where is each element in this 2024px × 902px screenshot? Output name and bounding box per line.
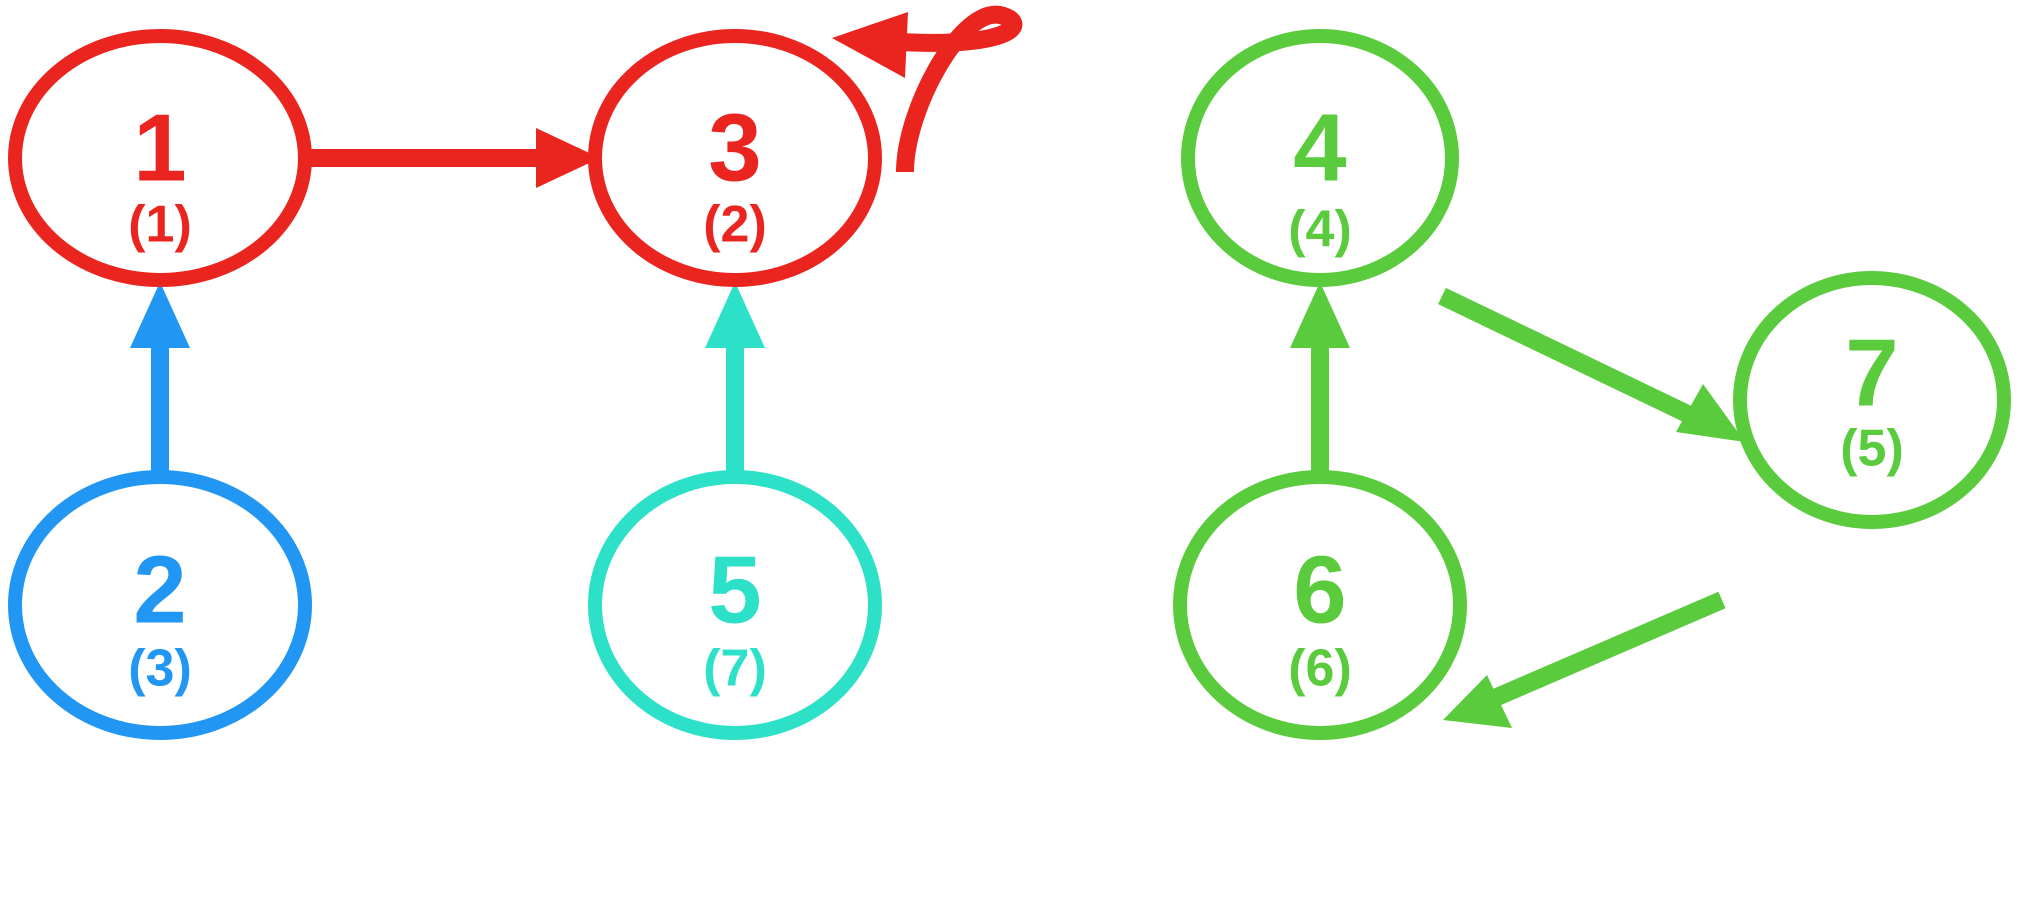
graph-node-2[interactable]: 2(3) [8,470,312,740]
edge-n5-to-n3 [705,282,765,478]
node-order-label: (1) [128,196,192,254]
node-id-label: 5 [708,536,761,643]
edge-line [1438,287,1704,429]
arrowhead-icon [1290,282,1350,348]
node-id-label: 4 [1293,94,1346,201]
node-circle[interactable] [588,29,882,287]
node-id-label: 6 [1293,536,1346,643]
edge-line [1486,591,1726,709]
node-id-label: 7 [1845,319,1898,426]
node-id-label: 2 [133,536,186,643]
graph-node-6[interactable]: 6(6) [1173,470,1467,740]
node-id-label: 1 [133,94,186,201]
node-order-label: (3) [128,640,192,698]
node-circle[interactable] [1733,271,2011,529]
arrowhead-icon [832,12,908,78]
node-order-label: (6) [1288,640,1352,698]
nodes-layer: 1(1) 3(2) 4(4) 7(5) 2(3) 5(7) 6(6) [8,29,2011,740]
node-circle[interactable] [1173,470,1467,740]
edge-n4-to-n7 [1438,287,1745,442]
arrowhead-icon [705,282,765,348]
edge-n1-to-n3 [308,128,600,188]
edge-n6-to-n4 [1290,282,1350,478]
edge-line [896,5,1023,173]
node-order-label: (2) [703,196,767,254]
edges-layer [130,5,1745,728]
node-id-label: 3 [708,94,761,201]
edge-n2-to-n1 [130,282,190,478]
graph-node-7[interactable]: 7(5) [1733,271,2011,529]
node-order-label: (5) [1840,420,1904,478]
node-circle[interactable] [1181,29,1459,287]
arrowhead-icon [536,128,600,188]
graph-node-1[interactable]: 1(1) [8,29,312,287]
node-circle[interactable] [8,29,312,287]
arrowhead-icon [1676,384,1745,442]
node-order-label: (4) [1288,201,1352,259]
graph-node-4[interactable]: 4(4) [1181,29,1459,287]
graph-node-3[interactable]: 3(2) [588,29,882,287]
node-circle[interactable] [8,470,312,740]
arrowhead-icon [130,282,190,348]
node-circle[interactable] [588,470,882,740]
edge-n7-to-n6 [1443,591,1726,728]
arrowhead-icon [1443,675,1512,728]
edge-n3-to-n3 [832,5,1023,173]
node-order-label: (7) [703,640,767,698]
graph-node-5[interactable]: 5(7) [588,470,882,740]
